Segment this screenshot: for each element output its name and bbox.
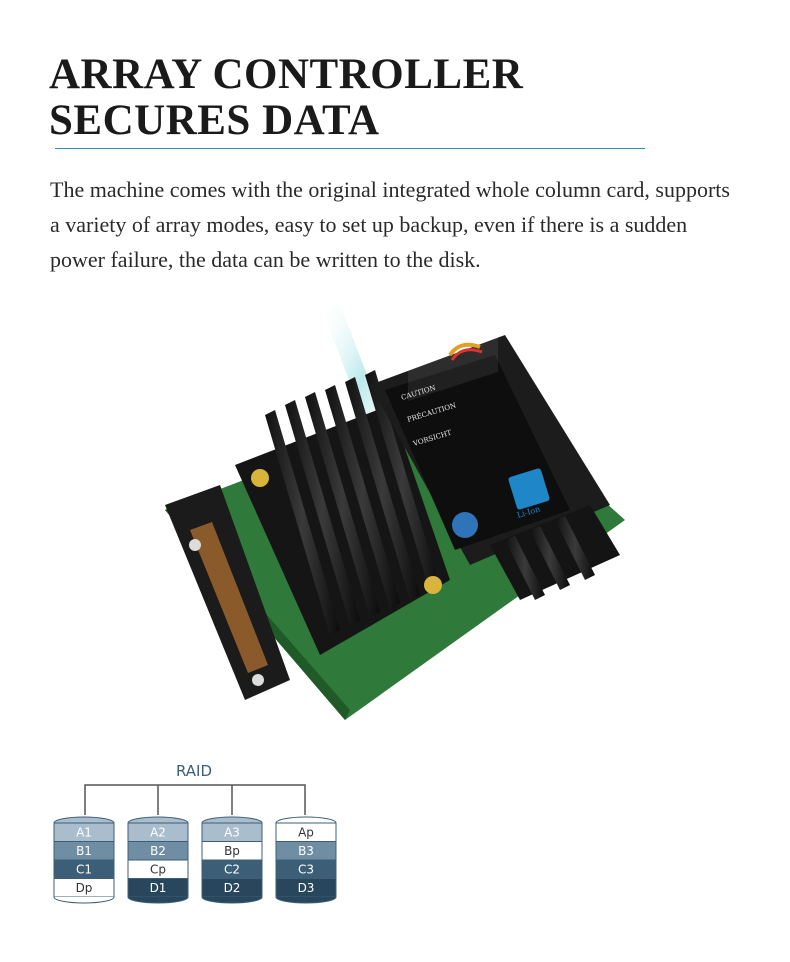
raid-disk-base	[201, 896, 263, 904]
raid-block-label: B1	[76, 844, 92, 858]
raid-block-label: D2	[224, 881, 241, 895]
raid-controller-card-image: CAUTION PRÉCAUTION VORSICHT Li-Ion	[165, 305, 625, 720]
raid-block-label: Bp	[224, 844, 240, 858]
secondary-heatsink	[490, 505, 620, 600]
raid-block-label: C3	[298, 863, 314, 877]
raid-disk-base	[127, 896, 189, 904]
raid-connector-lines	[84, 784, 306, 815]
headline-line-2: SECURES DATA	[49, 97, 380, 144]
raid-block-label: A2	[150, 826, 166, 840]
raid-block-label: C2	[224, 863, 240, 877]
raid-block-label: D1	[150, 881, 167, 895]
raid-block-label: Cp	[150, 863, 166, 877]
connector-pins	[190, 522, 268, 673]
headline: ARRAY CONTROLLER SECURES DATA	[49, 52, 523, 144]
divider-rule	[55, 148, 645, 149]
raid-block-label: Dp	[76, 881, 93, 895]
heatsink-fins	[265, 370, 440, 635]
mounting-screw	[424, 576, 442, 594]
raid-disk-base	[53, 896, 115, 904]
raid-block-label: Ap	[298, 826, 314, 840]
service-sticker	[452, 512, 478, 538]
description-text: The machine comes with the original inte…	[50, 177, 730, 272]
raid-block-label: B2	[150, 844, 166, 858]
raid-block-label: C1	[76, 863, 92, 877]
mounting-screw	[251, 469, 269, 487]
headline-line-1: ARRAY CONTROLLER	[49, 51, 524, 98]
raid-block-label: D3	[298, 881, 315, 895]
raid-title: RAID	[176, 762, 212, 780]
raid-block-label: A3	[224, 826, 240, 840]
battery-cable	[448, 342, 481, 357]
raid-block-label: A1	[76, 826, 92, 840]
raid-block-label: B3	[298, 844, 314, 858]
raid-disk-base	[275, 896, 337, 904]
